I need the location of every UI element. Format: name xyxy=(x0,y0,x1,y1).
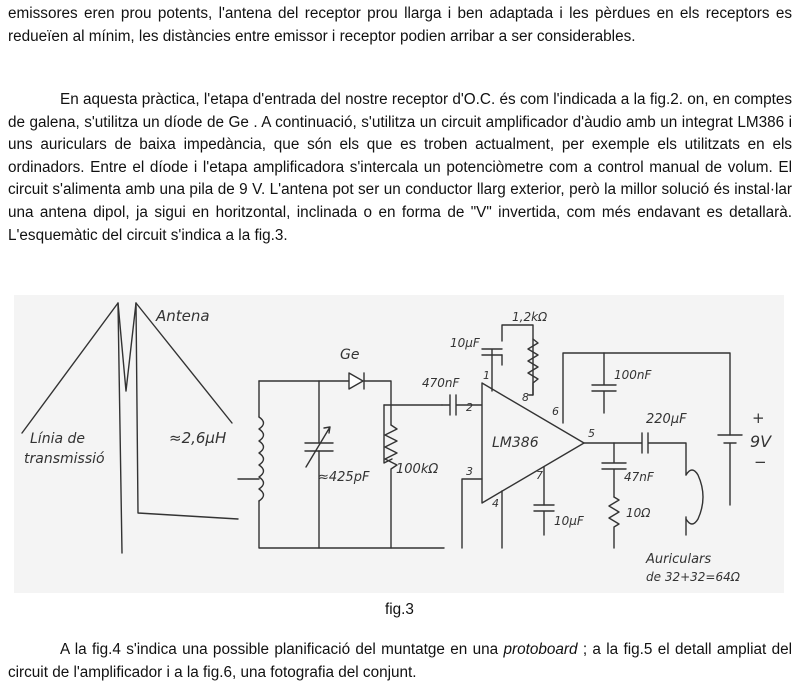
battery-plus-label: + xyxy=(752,409,765,427)
diode-symbol xyxy=(348,372,392,426)
lm386-amplifier-ic xyxy=(461,324,731,549)
inductor-coil xyxy=(237,380,445,549)
output-network xyxy=(583,432,704,549)
resistor-10-label: 10Ω xyxy=(626,506,651,520)
potentiometer-symbol xyxy=(383,404,443,549)
paragraph-practice: En aquesta pràctica, l'etapa d'entrada d… xyxy=(8,91,792,244)
diode-label: Ge xyxy=(340,347,359,363)
antenna-symbol xyxy=(21,302,239,554)
pin-8-label: 8 xyxy=(522,391,529,404)
headphones-label-1: Auriculars xyxy=(645,552,711,567)
protoboard-term: protoboard xyxy=(503,641,578,658)
resistor-1k2-label: 1,2kΩ xyxy=(512,310,548,324)
circuit-schematic-figure: Antena Línia de transmissió ≈2,6µH Ge ≈4… xyxy=(14,295,784,593)
variable-capacitor-label: ≈425pF xyxy=(318,470,370,485)
paragraph-figures-text-2: ; a la fig.5 el detall ampliat del circu… xyxy=(8,641,792,681)
transmission-line-label-1: Línia de xyxy=(30,431,85,447)
paragraph-intro: emissores eren prou potents, l'antena de… xyxy=(8,5,792,45)
coil-value-label: ≈2,6µH xyxy=(169,429,226,447)
pin-1-label: 1 xyxy=(483,369,490,382)
transmission-line-label-2: transmissió xyxy=(24,451,105,467)
pin-3-label: 3 xyxy=(466,465,473,478)
pin-5-label: 5 xyxy=(588,427,595,440)
variable-capacitor-symbol xyxy=(304,426,334,549)
pin-6-label: 6 xyxy=(552,405,559,418)
capacitor-100nf xyxy=(591,352,617,414)
capacitor-100nf-label: 100nF xyxy=(614,368,653,382)
capacitor-470nf xyxy=(441,394,483,416)
paragraph-figures: A la fig.4 s'indica una possible planifi… xyxy=(8,639,792,684)
capacitor-220uf-label: 220µF xyxy=(646,412,687,427)
antenna-label: Antena xyxy=(155,307,210,325)
battery-minus-label: − xyxy=(754,453,767,471)
ic-label: LM386 xyxy=(492,435,539,451)
pin-7-label: 7 xyxy=(536,469,543,482)
battery-voltage-label: 9V xyxy=(750,432,772,451)
capacitor-10uf-top-label: 10µF xyxy=(450,336,481,350)
figure-caption: fig.3 xyxy=(385,601,414,618)
potentiometer-label: 100kΩ xyxy=(396,462,438,477)
paragraph-figures-text-1: A la fig.4 s'indica una possible planifi… xyxy=(60,641,504,658)
capacitor-470nf-label: 470nF xyxy=(422,376,461,390)
battery-symbol xyxy=(717,434,743,506)
headphones-label-2: de 32+32=64Ω xyxy=(646,570,741,584)
capacitor-10uf-bottom-label: 10µF xyxy=(554,514,585,528)
pin-2-label: 2 xyxy=(466,401,473,414)
pin-4-label: 4 xyxy=(492,497,499,510)
capacitor-47nf-label: 47nF xyxy=(624,470,655,484)
